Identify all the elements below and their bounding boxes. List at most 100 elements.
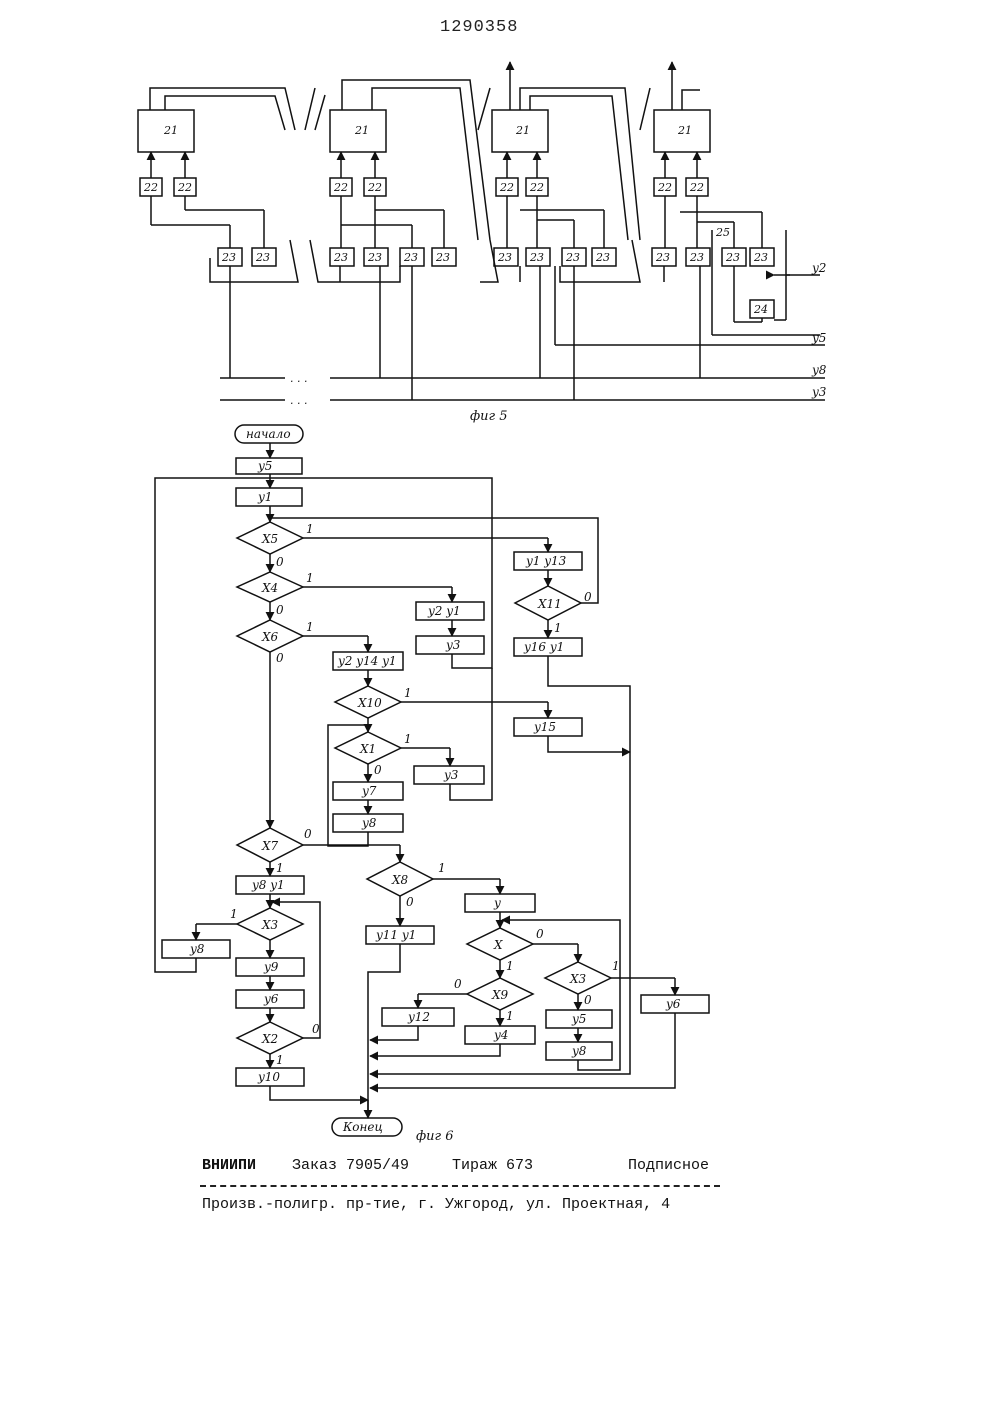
- branch-zero: 0: [584, 993, 592, 1007]
- block-y8b-label: y8: [189, 942, 205, 956]
- block-23-label: 23: [333, 251, 348, 264]
- cell-4: 21 22 22 23 23 23 23 24 25: [640, 62, 820, 378]
- block-y16y1-label: y16 y1: [523, 640, 564, 654]
- block-y8y1-label: y8 y1: [251, 878, 285, 892]
- footer-circulation: Тираж 673: [452, 1157, 533, 1174]
- block-24-label: 24: [753, 303, 768, 316]
- block-y12-label: y12: [407, 1010, 430, 1024]
- block-23-label: 23: [595, 251, 610, 264]
- block-23-label: 23: [655, 251, 670, 264]
- block-y8c-label: y8: [571, 1044, 587, 1058]
- fig5-caption: фиг 5: [470, 409, 508, 424]
- block-23-label: 23: [255, 251, 270, 264]
- block-23-label: 23: [221, 251, 236, 264]
- block-23-label: 23: [565, 251, 580, 264]
- block-y6-label: y6: [263, 992, 279, 1006]
- block-22-label: 22: [689, 181, 704, 194]
- branch-one: 1: [404, 732, 412, 746]
- branch-zero: 0: [276, 555, 284, 569]
- block-25-label: 25: [715, 226, 730, 239]
- footer-org: ВНИИПИ: [202, 1157, 256, 1174]
- branch-zero: 0: [536, 927, 544, 941]
- block-y10-label: y10: [257, 1070, 280, 1084]
- cell-3: 21 22 22 23 23 23 23: [478, 62, 640, 400]
- block-y3b-label: y3: [443, 768, 459, 782]
- block-y7-label: y7: [361, 784, 377, 798]
- block-y5-label: y5: [257, 459, 272, 473]
- block-22-label: 22: [657, 181, 672, 194]
- branch-zero: 0: [374, 763, 382, 777]
- footer-order: Заказ 7905/49: [292, 1157, 409, 1174]
- block-y15-label: y15: [533, 720, 556, 734]
- block-y8a-label: y8: [361, 816, 377, 830]
- block-23-label: 23: [689, 251, 704, 264]
- block-23-label: 23: [753, 251, 768, 264]
- end-label: Конец: [342, 1120, 383, 1134]
- block-23-label: 23: [403, 251, 418, 264]
- decision-x10-label: X10: [357, 696, 382, 710]
- branch-zero: 0: [304, 827, 312, 841]
- branch-one: 1: [276, 861, 284, 875]
- fig6-caption: фиг 6: [416, 1129, 454, 1144]
- block-23-label: 23: [529, 251, 544, 264]
- decision-x1-label: X1: [359, 742, 376, 756]
- branch-one: 1: [506, 1009, 514, 1023]
- block-y-label: y: [493, 896, 501, 910]
- signal-buses: . . . . . . y2 y5 y8 y3: [220, 261, 827, 407]
- block-21-label: 21: [515, 124, 530, 137]
- decision-x4-label: X4: [261, 581, 278, 595]
- branch-zero: 0: [312, 1022, 320, 1036]
- ellipsis: . . .: [290, 372, 307, 385]
- footer-address: Произв.-полигр. пр-тие, г. Ужгород, ул. …: [202, 1196, 670, 1213]
- block-21-label: 21: [677, 124, 692, 137]
- block-y6b-label: y6: [665, 997, 681, 1011]
- decision-x5-label: X5: [261, 532, 278, 546]
- decision-x11-label: X11: [537, 597, 562, 611]
- decision-x9-label: X9: [491, 988, 509, 1002]
- fig5-circuit-diagram: 21 22 22 23 23 21 22 22: [138, 62, 827, 424]
- block-22-label: 22: [529, 181, 544, 194]
- decision-x7-label: X7: [261, 839, 279, 853]
- decision-x8-label: X8: [391, 873, 409, 887]
- block-y5b-label: y5: [571, 1012, 586, 1026]
- branch-one: 1: [306, 571, 314, 585]
- block-y1-label: y1: [257, 490, 272, 504]
- signal-label-y2: y2: [811, 261, 826, 275]
- branch-one: 1: [404, 686, 412, 700]
- block-22-label: 22: [499, 181, 514, 194]
- branch-one: 1: [506, 959, 514, 973]
- block-22-label: 22: [367, 181, 382, 194]
- decision-x-label: X: [493, 938, 503, 952]
- block-23-label: 23: [725, 251, 740, 264]
- footer-subscription: Подписное: [628, 1157, 709, 1174]
- decision-x6-label: X6: [261, 630, 279, 644]
- branch-zero: 0: [276, 651, 284, 665]
- decision-x3b-label: X3: [569, 972, 587, 986]
- branch-one: 1: [438, 861, 446, 875]
- footer-divider: [200, 1185, 720, 1187]
- block-y2y1-label: y2 y1: [427, 604, 461, 618]
- cell-2: 21 22 22 23 23 23 23: [305, 80, 498, 400]
- ellipsis: . . .: [290, 394, 307, 407]
- branch-zero: 0: [406, 895, 414, 909]
- block-21-label: 21: [163, 124, 178, 137]
- branch-one: 1: [554, 621, 562, 635]
- block-y11y1-label: y11 y1: [375, 928, 416, 942]
- branch-one: 1: [230, 907, 238, 921]
- signal-label-y3: y3: [811, 385, 827, 399]
- branch-one: 1: [306, 522, 314, 536]
- block-22-label: 22: [177, 181, 192, 194]
- block-y1y13-label: y1 y13: [525, 554, 567, 568]
- block-22-label: 22: [143, 181, 158, 194]
- cell-1: 21 22 22 23 23: [138, 88, 298, 290]
- block-23-label: 23: [367, 251, 382, 264]
- start-label: начало: [246, 427, 291, 441]
- branch-zero: 0: [454, 977, 462, 991]
- block-y2y14y1-label: y2 y14 y1: [337, 654, 397, 668]
- branch-one: 1: [612, 959, 620, 973]
- block-y4-label: y4: [493, 1028, 508, 1042]
- decision-x2-label: X2: [261, 1032, 278, 1046]
- block-22-label: 22: [333, 181, 348, 194]
- block-23-label: 23: [435, 251, 450, 264]
- block-23-label: 23: [497, 251, 512, 264]
